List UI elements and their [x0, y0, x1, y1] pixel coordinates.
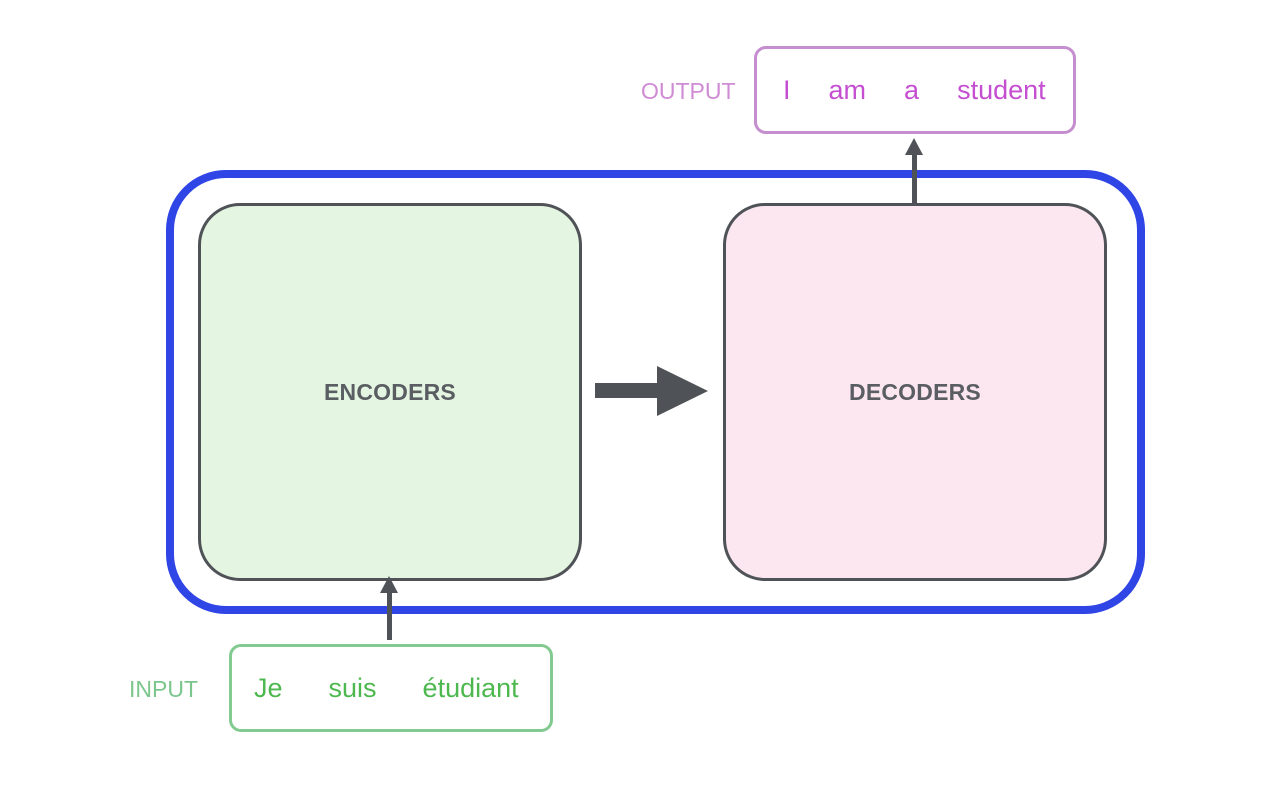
decoders-block: DECODERS — [723, 203, 1107, 581]
transformer-frame — [166, 170, 1145, 614]
encoder-to-decoder-arrow-icon — [595, 366, 708, 416]
decoders-label: DECODERS — [849, 378, 981, 405]
output-token: I — [783, 74, 791, 105]
input-sentence-box: Je suis étudiant — [229, 644, 553, 732]
input-token: étudiant — [422, 672, 519, 703]
encoders-block: ENCODERS — [198, 203, 582, 581]
output-label: OUTPUT — [641, 78, 736, 104]
output-token: am — [828, 74, 867, 105]
encoders-label: ENCODERS — [324, 378, 456, 405]
output-token: a — [904, 74, 920, 105]
output-arrow-icon — [905, 138, 923, 204]
input-token: suis — [328, 672, 377, 703]
output-token: student — [957, 74, 1046, 105]
input-token: Je — [254, 672, 283, 703]
output-sentence-box: I am a student — [754, 46, 1076, 134]
input-label: INPUT — [129, 676, 198, 702]
input-arrow-icon — [380, 576, 398, 640]
